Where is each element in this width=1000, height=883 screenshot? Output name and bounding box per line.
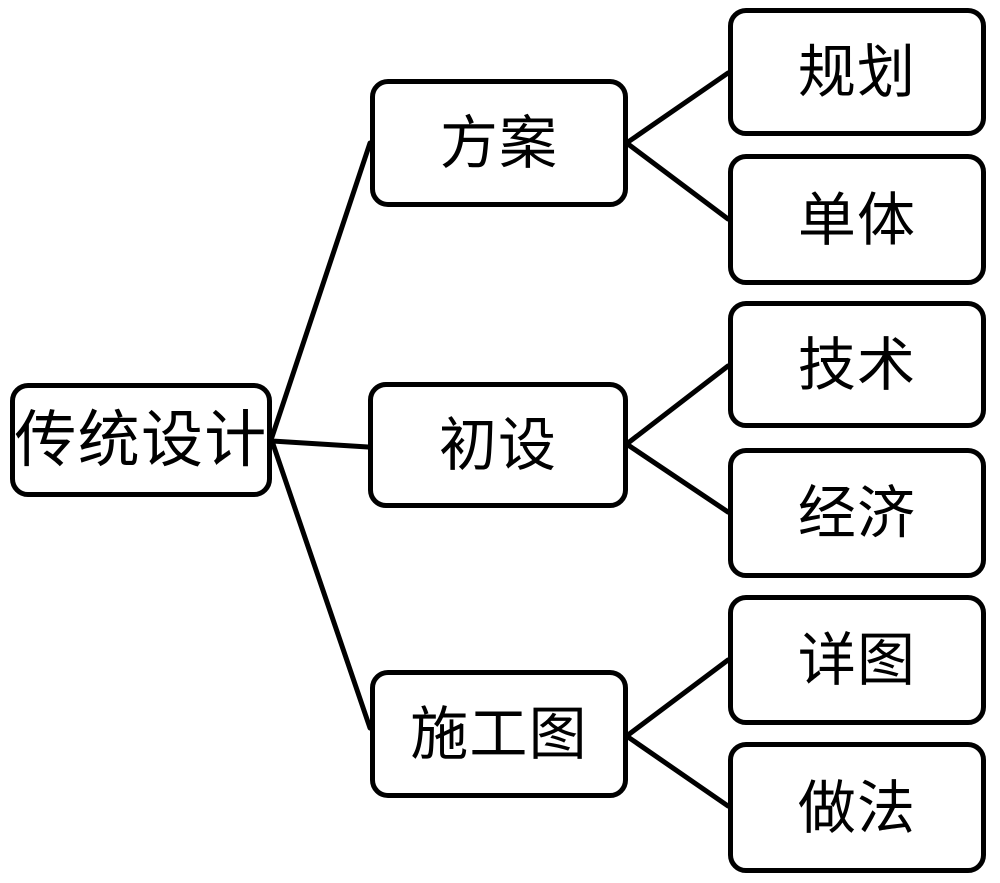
edge-fangan-guihua <box>625 70 731 145</box>
node-branch-fangan[interactable]: 方案 <box>370 79 628 207</box>
node-leaf-zuofa-label: 做法 <box>797 773 917 842</box>
edge-root-shigongtu <box>269 438 373 731</box>
node-leaf-guihua-label: 规划 <box>797 38 917 106</box>
node-branch-shigongtu-label: 施工图 <box>410 700 588 768</box>
node-root-label: 传统设计 <box>14 403 268 476</box>
edge-root-fangan <box>269 140 373 440</box>
node-leaf-danti-label: 单体 <box>797 185 917 254</box>
node-leaf-guihua[interactable]: 规划 <box>728 8 986 136</box>
node-leaf-xiangtu[interactable]: 详图 <box>728 595 986 725</box>
edge-root-chushe <box>269 438 371 450</box>
edge-shigongtu-zuofa <box>625 734 731 809</box>
node-branch-chushe[interactable]: 初设 <box>368 382 628 508</box>
node-branch-shigongtu[interactable]: 施工图 <box>370 670 628 798</box>
node-leaf-jingji[interactable]: 经济 <box>728 448 986 578</box>
node-leaf-xiangtu-label: 详图 <box>797 626 917 694</box>
edge-shigongtu-xiangtu <box>625 657 731 738</box>
node-leaf-jingji-label: 经济 <box>797 479 917 547</box>
node-leaf-zuofa[interactable]: 做法 <box>728 742 986 873</box>
node-leaf-danti[interactable]: 单体 <box>728 154 986 285</box>
edge-chushe-jishu <box>625 363 731 446</box>
edge-fangan-danti <box>625 141 731 222</box>
node-root[interactable]: 传统设计 <box>10 383 272 497</box>
node-branch-chushe-label: 初设 <box>438 411 558 479</box>
node-branch-fangan-label: 方案 <box>439 109 559 177</box>
edge-chushe-jingji <box>625 442 731 515</box>
node-leaf-jishu[interactable]: 技术 <box>728 301 986 428</box>
node-leaf-jishu-label: 技术 <box>797 330 917 399</box>
